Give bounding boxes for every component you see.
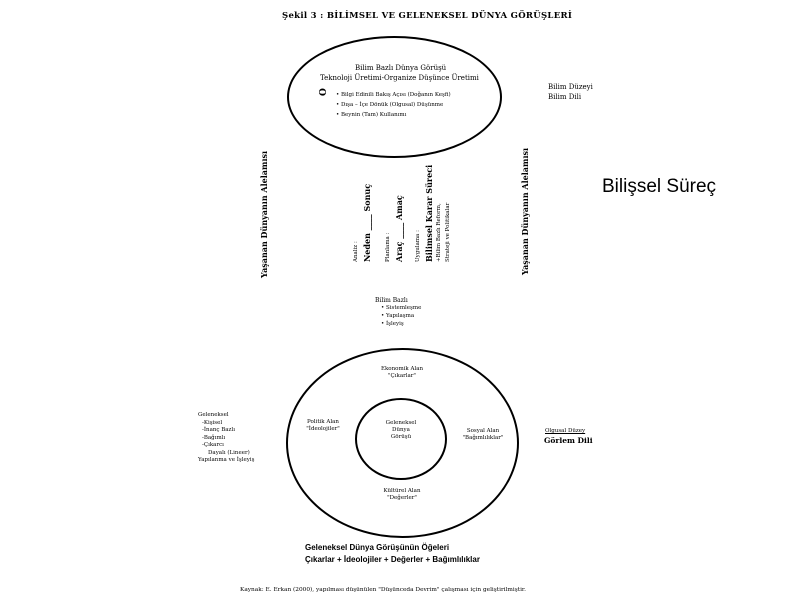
economic-area-label: Ekonomik Alan "Çıkarlar" (380, 366, 424, 379)
traditional-worldview-inner-ellipse (355, 398, 447, 480)
top-ellipse-heading2: Teknoloji Üretimi-Organize Düşünce Üreti… (320, 74, 479, 82)
political-area-label: Politik Alan "İdeolojiler" (306, 419, 340, 432)
top-ellipse-heading1: Bilim Bazlı Dünya Görüşü (355, 64, 447, 72)
bottom-caption-line1: Geleneksel Dünya Görüşünün Öğeleri (305, 543, 450, 552)
scientific-worldview-ellipse (287, 36, 502, 158)
list-item: Beynin (Tam) Kullanımı (336, 112, 451, 119)
list-item: Dışa – İçe Dönük (Olgusal) Düşünme (336, 102, 451, 109)
bilim-dili-label: Bilim Dili (548, 93, 582, 101)
bilim-bazli-list: Sistemleşme Yapılaşma İşleyiş (381, 305, 421, 328)
page-title: Şekil 3 : BİLİMSEL VE GELENEKSEL DÜNYA G… (282, 11, 573, 21)
left-notes: Geleneksel -Kişisel -İnanç Bazlı -Bağıml… (198, 412, 255, 463)
application-sub2-label: Strateji ve Politikalar (445, 202, 451, 262)
bottom-caption-line2: Çıkarlar + İdeolojiler + Değerler + Bağı… (305, 555, 480, 564)
list-item: İşleyiş (381, 321, 421, 328)
olgusal-duzey-label: Olgusal Düzey (545, 428, 586, 434)
analysis-small-label: Analiz : (353, 241, 359, 262)
list-item: Sistemleşme (381, 305, 421, 312)
social-area-label: Sosyal Alan "Bağımlılıklar" (462, 428, 504, 441)
bilim-bazli-title: Bilim Bazlı (375, 297, 408, 304)
gozlem-dili-label: Görlem Dili (544, 436, 593, 445)
source-footer: Kaynak: E. Erkan (2000), yapılması düşün… (240, 587, 526, 593)
vertical-right-label: Yaşanan Dünyanın Alelamısı (520, 147, 530, 275)
planning-main-label: Araç ____ Amaç (394, 195, 404, 262)
traditional-worldview-center-label: Geleneksel Dünya Görüşü (385, 420, 417, 440)
cultural-area-label: Kültürel Alan "Değerler" (383, 488, 421, 501)
application-sub1-label: +Bilim Bazlı Reform, (436, 203, 442, 262)
bilissel-surec-label: Bilişsel Süreç (602, 176, 717, 197)
planning-small-label: Planlama : (385, 232, 391, 262)
application-main-label: Bilimsel Karar Süreci (424, 164, 434, 262)
application-small-label: Uygulama : (415, 230, 421, 262)
analysis-main-label: Neden ____ Sonuç (362, 183, 372, 262)
list-item: Yapılaşma (381, 313, 421, 320)
list-item: Bilgi Edinili Bakış Açısı (Doğanın Keşfi… (336, 92, 451, 99)
traditional-worldview-outer-ellipse (286, 348, 519, 538)
bilim-duzeyi-label: Bilim Düzeyi (548, 83, 593, 91)
vertical-left-label: Yaşanan Dünyanın Alelamısı (259, 150, 269, 278)
top-ellipse-bullets: Bilgi Edinili Bakış Açısı (Doğanın Keşfi… (336, 92, 451, 119)
top-ellipse-marker: O (319, 88, 329, 96)
